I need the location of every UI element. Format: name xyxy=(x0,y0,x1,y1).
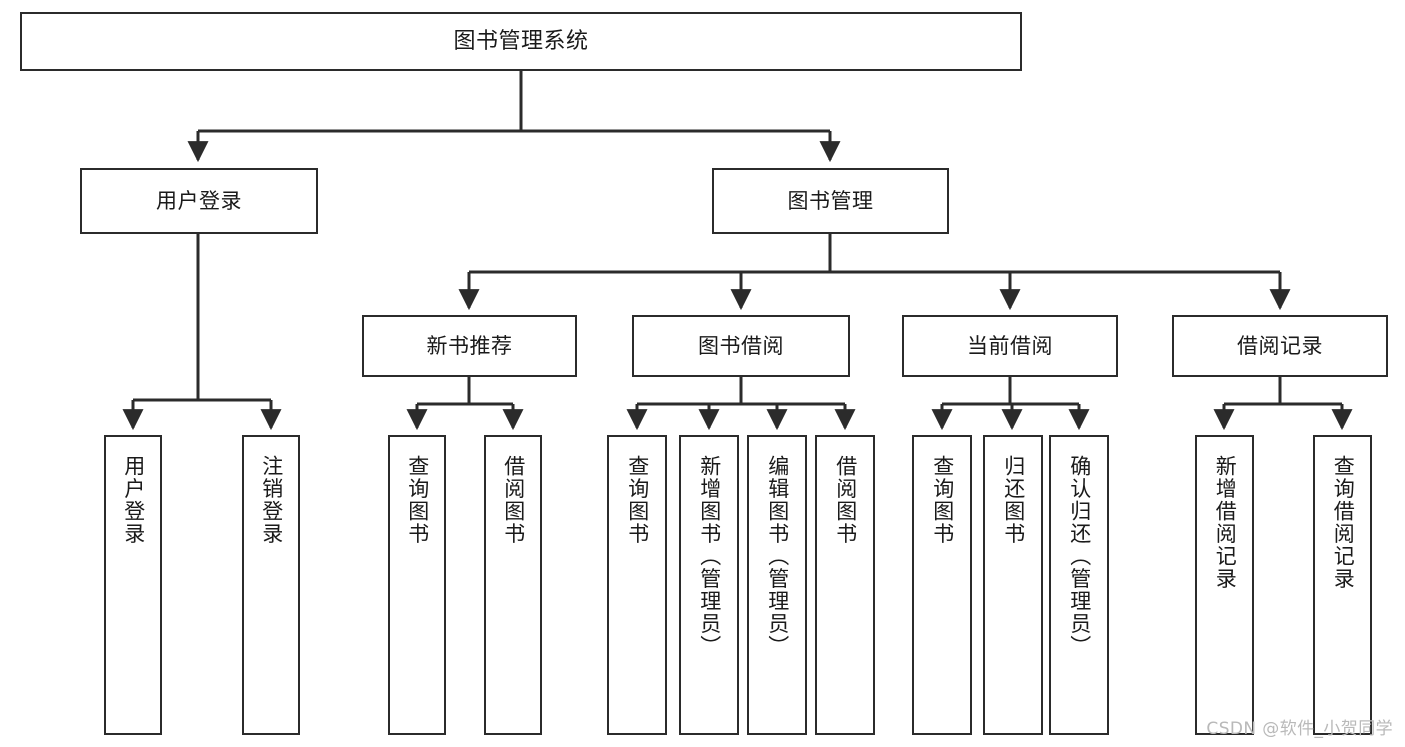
node-leaf-logout[interactable]: 注销登录 xyxy=(242,435,300,735)
node-label: 图书管理系统 xyxy=(453,28,589,54)
node-label: 查询借阅记录 xyxy=(1331,455,1356,590)
node-label: 借阅记录 xyxy=(1237,333,1323,358)
node-new-book-recommend[interactable]: 新书推荐 xyxy=(362,315,577,377)
node-root-book-management-system[interactable]: 图书管理系统 xyxy=(20,12,1022,71)
node-label: 查询图书 xyxy=(405,455,430,545)
node-leaf-return-book[interactable]: 归还图书 xyxy=(983,435,1043,735)
node-leaf-query-borrow-record[interactable]: 查询借阅记录 xyxy=(1313,435,1372,735)
node-current-borrow[interactable]: 当前借阅 xyxy=(902,315,1118,377)
node-label: 查询图书 xyxy=(625,455,650,545)
node-leaf-borrow-book[interactable]: 借阅图书 xyxy=(815,435,875,735)
node-label: 查询图书 xyxy=(930,455,955,545)
node-label: 新书推荐 xyxy=(426,333,513,358)
node-label: 新增图书（管理员） xyxy=(697,455,722,658)
node-leaf-confirm-return-admin[interactable]: 确认归还（管理员） xyxy=(1049,435,1109,735)
node-label: 借阅图书 xyxy=(833,455,858,545)
node-label: 新增借阅记录 xyxy=(1213,455,1238,590)
node-label: 编辑图书（管理员） xyxy=(765,455,790,658)
node-label: 当前借阅 xyxy=(967,333,1053,358)
node-label: 用户登录 xyxy=(121,455,146,545)
node-label: 注销登录 xyxy=(259,455,284,545)
node-label: 确认归还（管理员） xyxy=(1067,455,1092,658)
node-leaf-user-login[interactable]: 用户登录 xyxy=(104,435,162,735)
node-leaf-borrow-book-recommend[interactable]: 借阅图书 xyxy=(484,435,542,735)
node-label: 图书借阅 xyxy=(698,333,784,358)
node-book-management[interactable]: 图书管理 xyxy=(712,168,949,234)
node-borrow-record[interactable]: 借阅记录 xyxy=(1172,315,1388,377)
node-leaf-add-borrow-record[interactable]: 新增借阅记录 xyxy=(1195,435,1254,735)
node-leaf-query-book-current[interactable]: 查询图书 xyxy=(912,435,972,735)
node-leaf-query-book-recommend[interactable]: 查询图书 xyxy=(388,435,446,735)
node-leaf-edit-book-admin[interactable]: 编辑图书（管理员） xyxy=(747,435,807,735)
node-leaf-add-book-admin[interactable]: 新增图书（管理员） xyxy=(679,435,739,735)
node-label: 用户登录 xyxy=(156,188,242,213)
node-leaf-query-book-borrow[interactable]: 查询图书 xyxy=(607,435,667,735)
node-label: 归还图书 xyxy=(1001,455,1026,545)
node-user-login[interactable]: 用户登录 xyxy=(80,168,318,234)
node-book-borrow[interactable]: 图书借阅 xyxy=(632,315,850,377)
node-label: 图书管理 xyxy=(787,188,874,213)
csdn-watermark: CSDN @软件_小贺同学 xyxy=(1206,719,1393,739)
node-label: 借阅图书 xyxy=(501,455,526,545)
